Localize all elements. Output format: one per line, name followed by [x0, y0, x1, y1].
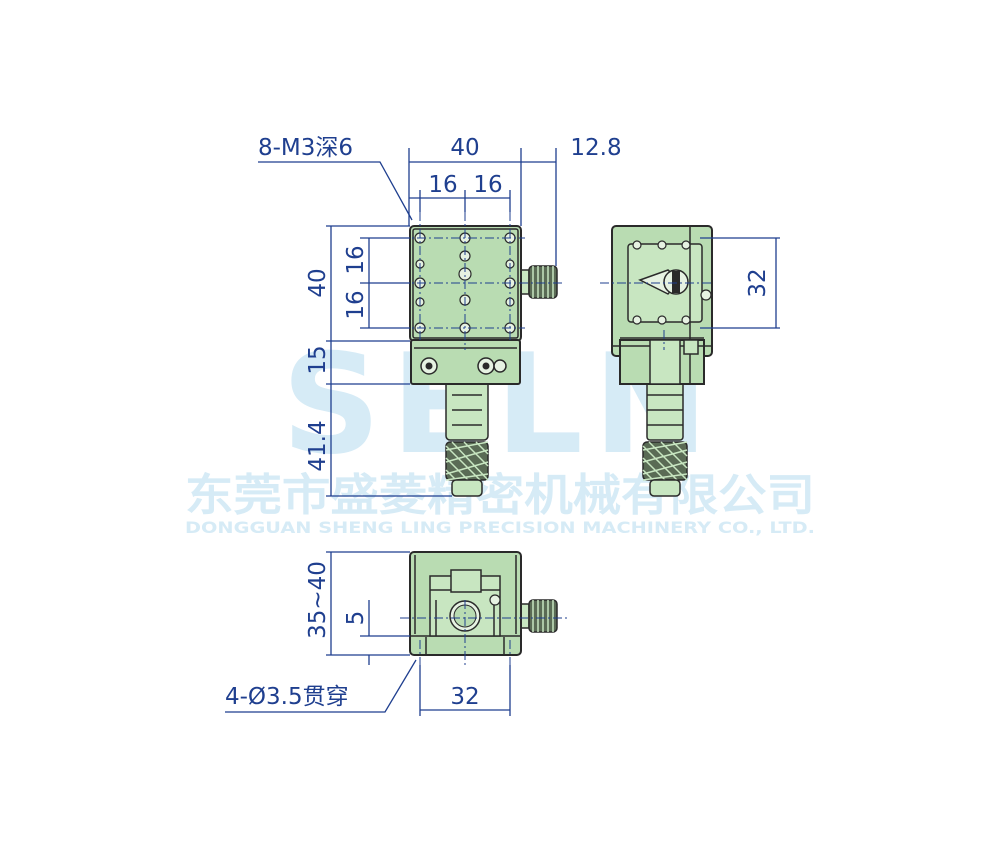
- label-screw-offset: 12.8: [570, 135, 621, 161]
- label-spacing-v2: 16: [343, 290, 369, 319]
- watermark-company-en: DONGGUAN SHENG LING PRECISION MACHINERY …: [185, 518, 815, 537]
- label-micrometer-length: 41.4: [305, 420, 331, 471]
- top-view: [258, 148, 565, 497]
- label-spacing-h2: 16: [473, 172, 502, 198]
- front-view: [225, 551, 570, 716]
- label-holes-top: 8-M3深6: [258, 135, 353, 161]
- label-width-top: 40: [450, 135, 479, 161]
- label-front-step: 5: [343, 611, 369, 626]
- label-front-width: 32: [450, 684, 479, 710]
- label-spacing-v1: 16: [343, 245, 369, 274]
- label-holes-bottom: 4-Ø3.5贯穿: [225, 684, 349, 710]
- label-front-height-range: 35~40: [305, 561, 331, 639]
- label-height-top: 40: [305, 268, 331, 297]
- label-side-height: 32: [745, 268, 771, 297]
- watermark-company-cn: 东莞市盛菱精密机械有限公司: [185, 470, 815, 521]
- side-view: [600, 225, 780, 497]
- label-bracket-height: 15: [305, 345, 331, 374]
- label-spacing-h1: 16: [428, 172, 457, 198]
